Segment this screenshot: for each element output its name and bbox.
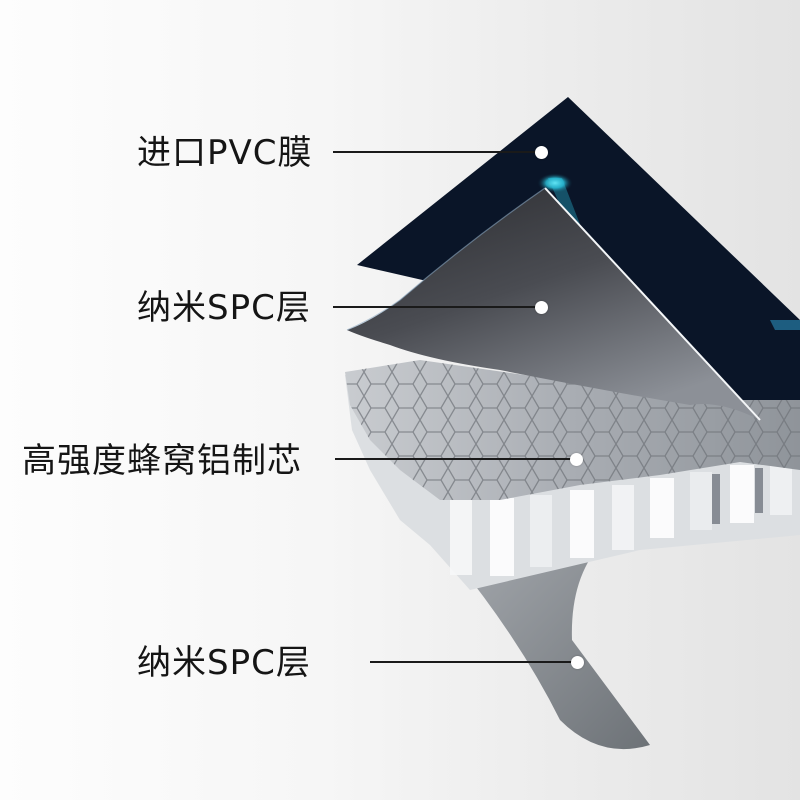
callout-label-nano-spc-bottom: 纳米SPC层 (137, 643, 311, 683)
callout-leader-line (333, 151, 539, 153)
callout-label-nano-spc-top: 纳米SPC层 (137, 288, 311, 328)
nano-spc-top-layer (347, 188, 760, 420)
callout-leader-line (333, 306, 539, 308)
callout-label-pvc-film: 进口PVC膜 (137, 133, 313, 173)
callout-marker-dot (570, 453, 583, 466)
callout-marker-dot (571, 656, 584, 669)
callout-marker-dot (535, 146, 548, 159)
honeycomb-core-walls (450, 460, 792, 576)
bottom-spc-sheet (455, 545, 650, 750)
callout-leader-line (370, 661, 574, 663)
callout-label-honeycomb-core: 高强度蜂窝铝制芯 (22, 441, 302, 481)
callout-marker-dot (535, 301, 548, 314)
callout-leader-line (335, 458, 573, 460)
